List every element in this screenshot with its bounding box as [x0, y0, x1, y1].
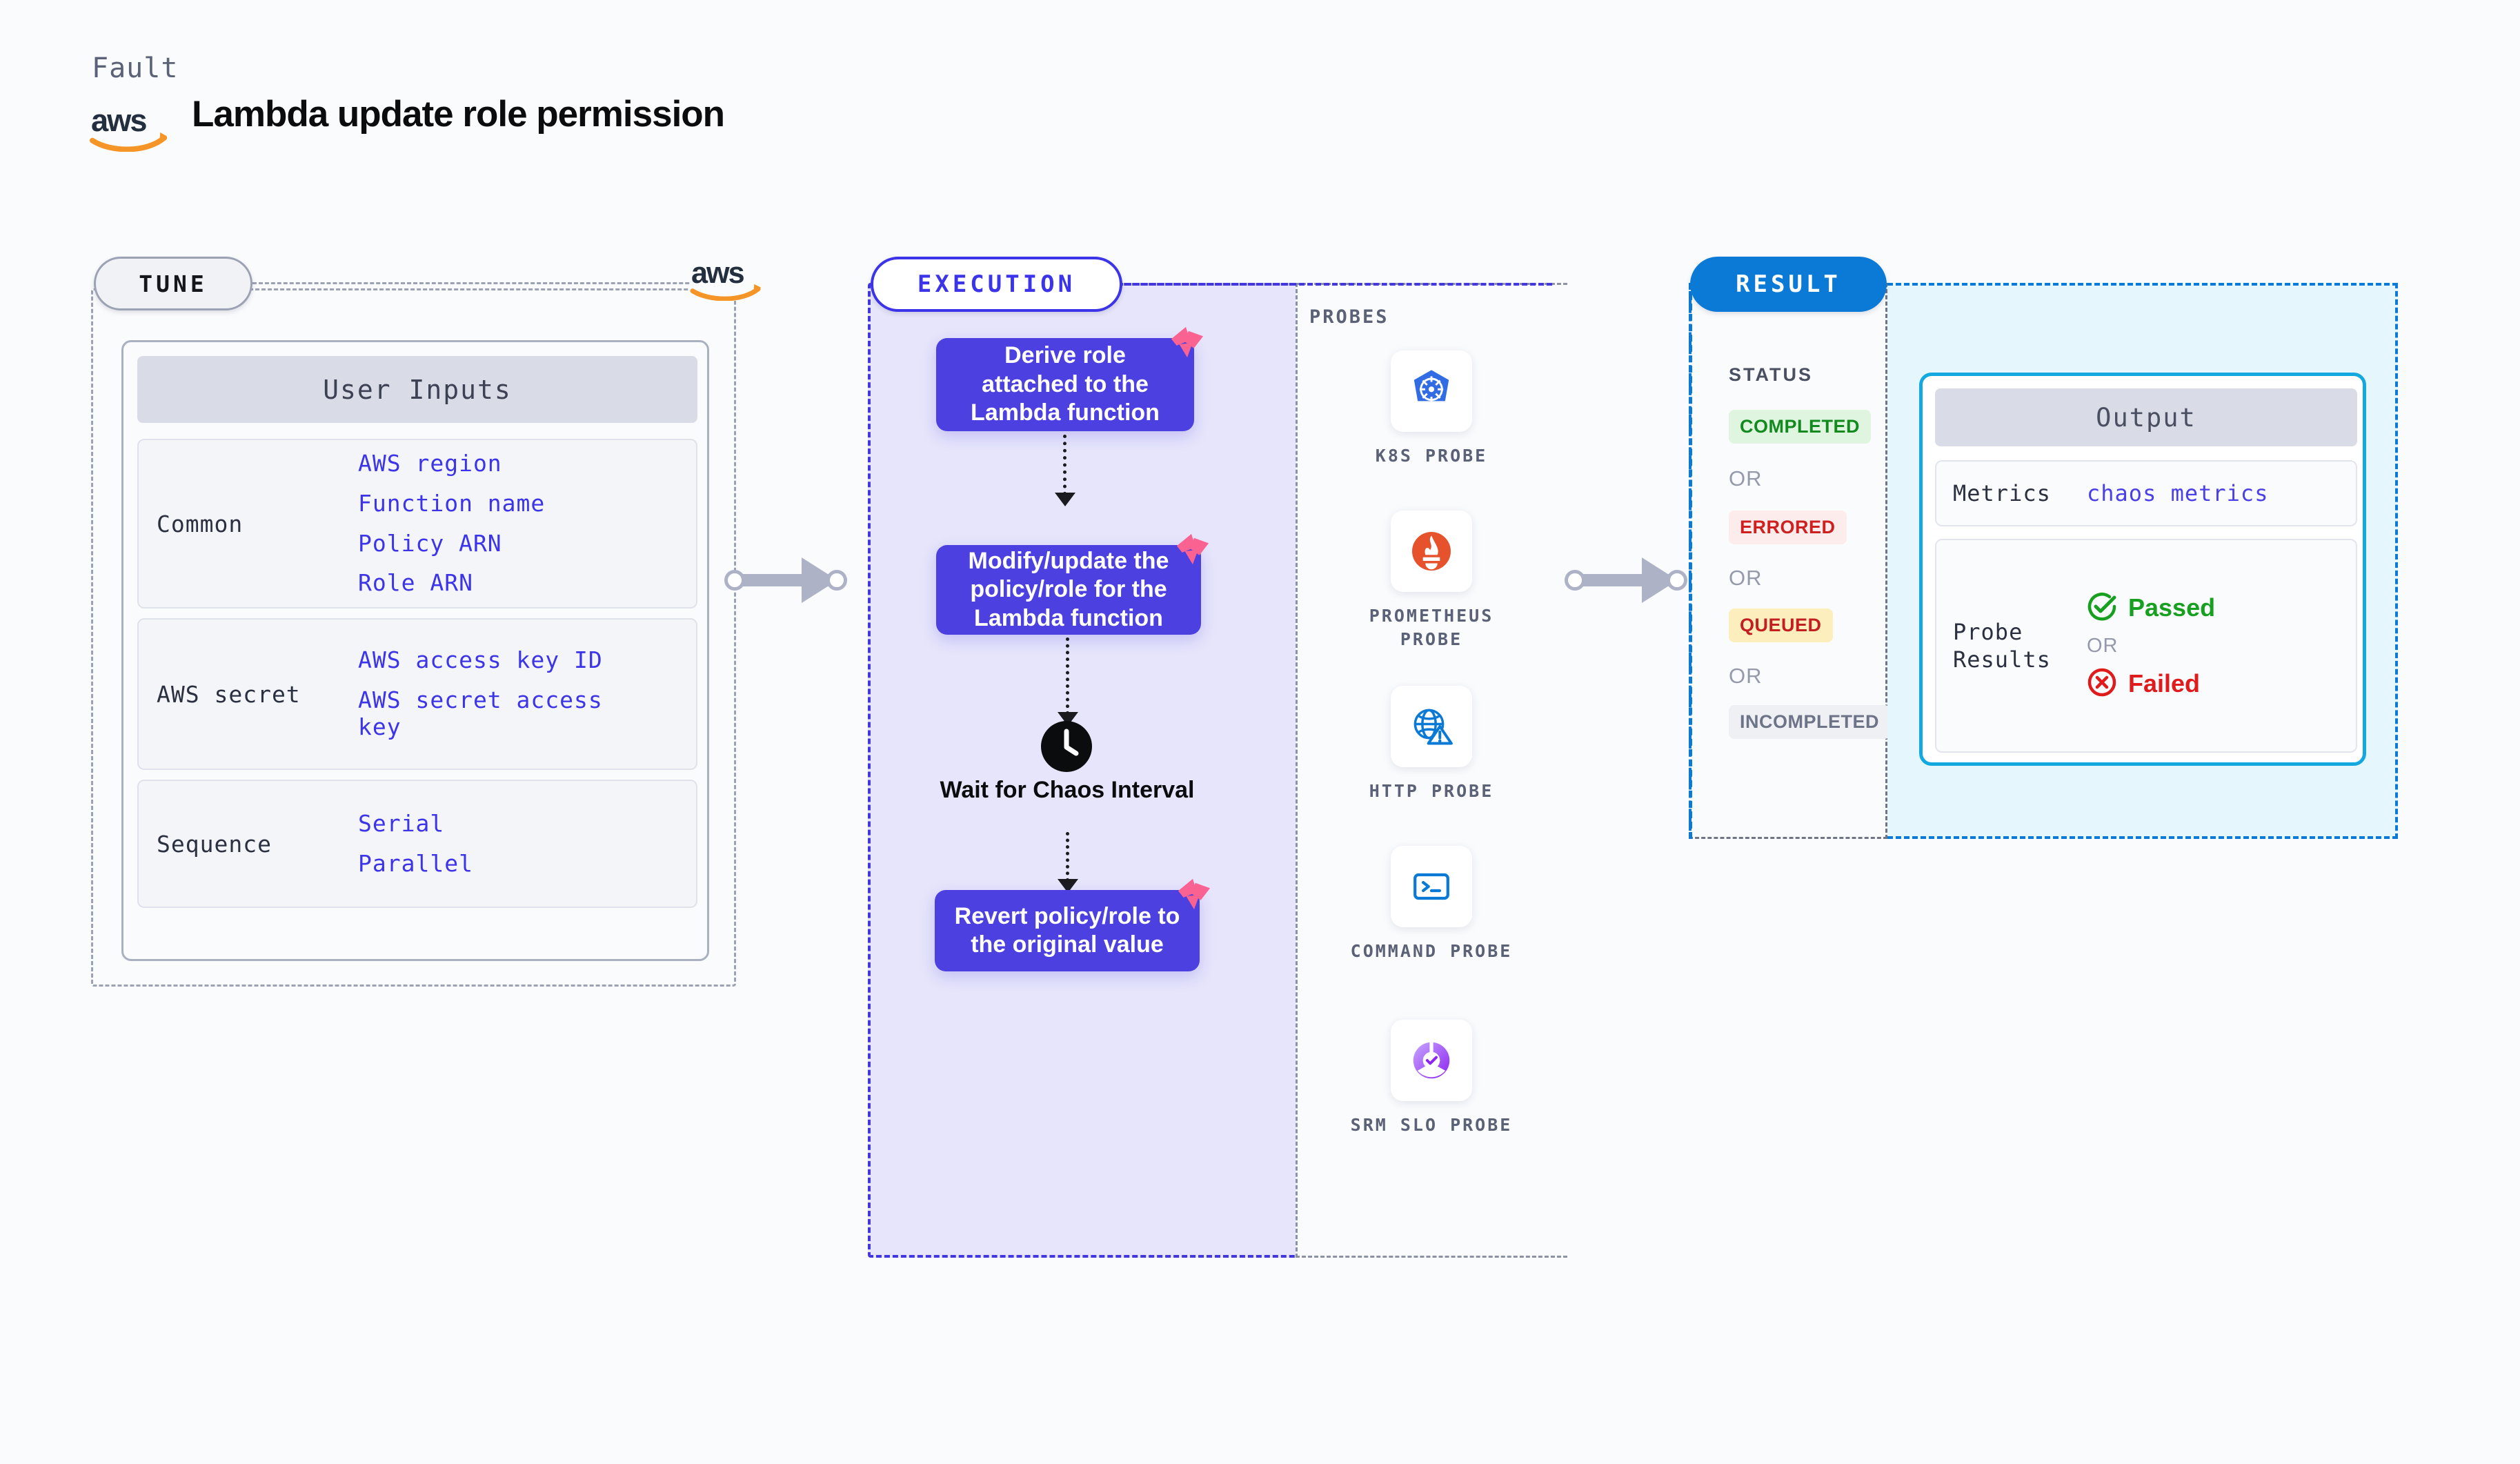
- output-key: Metrics: [1953, 480, 2051, 506]
- probe-label: PROMETHEUS PROBE: [1369, 606, 1494, 649]
- page-kicker: Fault: [92, 52, 179, 84]
- arrow-start-dot: [724, 570, 745, 591]
- status-title: STATUS: [1729, 364, 1813, 385]
- or-separator: OR: [1729, 664, 1763, 688]
- probe-item-k8s[interactable]: K8S PROBE: [1345, 350, 1518, 468]
- srm-slo-icon: [1391, 1020, 1472, 1101]
- step-connector-arrow: [1058, 879, 1078, 893]
- input-group-sequence: Sequence Serial Parallel: [137, 780, 697, 908]
- probe-result-failed: Failed: [2087, 667, 2215, 701]
- output-row-probe-results: Probe Results Passed OR: [1935, 539, 2357, 753]
- input-group-aws-secret: AWS secret AWS access key ID AWS secret …: [137, 618, 697, 770]
- execution-badge-connector: [1118, 283, 1552, 286]
- output-title: Output: [1935, 388, 2357, 446]
- probe-item-prometheus[interactable]: PROMETHEUS PROBE: [1345, 511, 1518, 651]
- litmus-chaos-icon: [1174, 878, 1214, 912]
- step-connector: [1066, 832, 1069, 882]
- status-badge-errored: ERRORED: [1729, 511, 1847, 544]
- or-separator: OR: [1729, 466, 1763, 491]
- input-value[interactable]: AWS access key ID: [358, 646, 603, 674]
- connector-arrow-tune-to-execution: [724, 552, 862, 607]
- input-value[interactable]: AWS secret access key: [358, 686, 603, 740]
- tune-badge-connector: [252, 282, 720, 284]
- input-value[interactable]: Serial: [358, 809, 445, 837]
- probe-result-passed-label: Passed: [2128, 593, 2216, 622]
- arrow-start-dot: [1565, 570, 1585, 591]
- status-badge-completed: COMPLETED: [1729, 410, 1872, 444]
- probe-result-failed-label: Failed: [2128, 669, 2201, 698]
- execution-step[interactable]: Modify/update the policy/role for the La…: [936, 545, 1201, 635]
- input-group-label: AWS secret: [157, 680, 301, 708]
- kubernetes-icon: [1391, 350, 1472, 432]
- arrow-end-dot: [826, 570, 847, 591]
- status-badge-queued: QUEUED: [1729, 609, 1833, 642]
- or-separator: OR: [1729, 566, 1763, 590]
- aws-logo-icon: aws: [690, 255, 764, 301]
- probes-title: PROBES: [1309, 306, 1389, 328]
- output-row-metrics: Metrics chaos metrics: [1935, 460, 2357, 526]
- prometheus-icon: [1391, 511, 1472, 592]
- input-value[interactable]: AWS region: [358, 449, 502, 477]
- probe-label: K8S PROBE: [1375, 446, 1488, 466]
- or-separator: OR: [2087, 634, 2119, 657]
- probe-label: SRM SLO PROBE: [1350, 1115, 1513, 1135]
- step-connector: [1066, 637, 1069, 715]
- result-badge: RESULT: [1690, 257, 1887, 312]
- result-section-left-edge: [1689, 283, 1692, 839]
- output-card: Output Metrics chaos metrics Probe Resul…: [1919, 373, 2366, 766]
- execution-step[interactable]: Revert policy/role to the original value: [935, 890, 1200, 971]
- svg-text:aws: aws: [691, 257, 744, 290]
- output-metrics-link[interactable]: chaos metrics: [2087, 480, 2269, 506]
- probe-item-http[interactable]: HTTP PROBE: [1345, 686, 1518, 803]
- output-key: Probe Results: [1953, 619, 2051, 673]
- execution-step[interactable]: Derive role attached to the Lambda funct…: [936, 338, 1194, 431]
- terminal-icon: [1391, 846, 1472, 927]
- probe-item-srm-slo[interactable]: SRM SLO PROBE: [1345, 1020, 1518, 1137]
- probe-label: COMMAND PROBE: [1350, 941, 1513, 961]
- input-value[interactable]: Parallel: [358, 849, 473, 877]
- wait-for-chaos-interval-label: Wait for Chaos Interval: [940, 777, 1195, 803]
- step-connector: [1063, 435, 1066, 495]
- svg-text:aws: aws: [91, 103, 146, 138]
- execution-badge: EXECUTION: [871, 257, 1122, 312]
- input-group-label: Sequence: [157, 830, 272, 858]
- input-value[interactable]: Policy ARN: [358, 529, 502, 557]
- result-section: [1689, 283, 1887, 839]
- tune-badge: TUNE: [94, 257, 252, 310]
- user-inputs-title: User Inputs: [137, 356, 697, 423]
- litmus-chaos-icon: [1167, 326, 1207, 360]
- input-value[interactable]: Function name: [358, 489, 546, 517]
- litmus-chaos-icon: [1173, 533, 1213, 567]
- connector-arrow-execution-to-result: [1565, 552, 1703, 607]
- probe-item-command[interactable]: COMMAND PROBE: [1345, 846, 1518, 963]
- user-inputs-card: User Inputs Common AWS region Function n…: [121, 340, 709, 961]
- page-title: Lambda update role permission: [192, 94, 725, 135]
- input-group-label: Common: [157, 510, 244, 537]
- probe-label: HTTP PROBE: [1369, 781, 1494, 801]
- probe-result-passed: Passed: [2087, 591, 2215, 625]
- step-connector-arrow: [1055, 493, 1075, 506]
- x-circle-icon: [2087, 667, 2117, 701]
- check-circle-icon: [2087, 591, 2117, 625]
- status-badge-incompleted: INCOMPLETED: [1729, 705, 1891, 739]
- http-globe-warning-icon: [1391, 686, 1472, 767]
- aws-logo-icon: aws: [90, 102, 171, 152]
- clock-icon: [1040, 720, 1093, 773]
- input-value[interactable]: Role ARN: [358, 569, 473, 597]
- input-group-common: Common AWS region Function name Policy A…: [137, 439, 697, 609]
- arrow-end-dot: [1667, 570, 1687, 591]
